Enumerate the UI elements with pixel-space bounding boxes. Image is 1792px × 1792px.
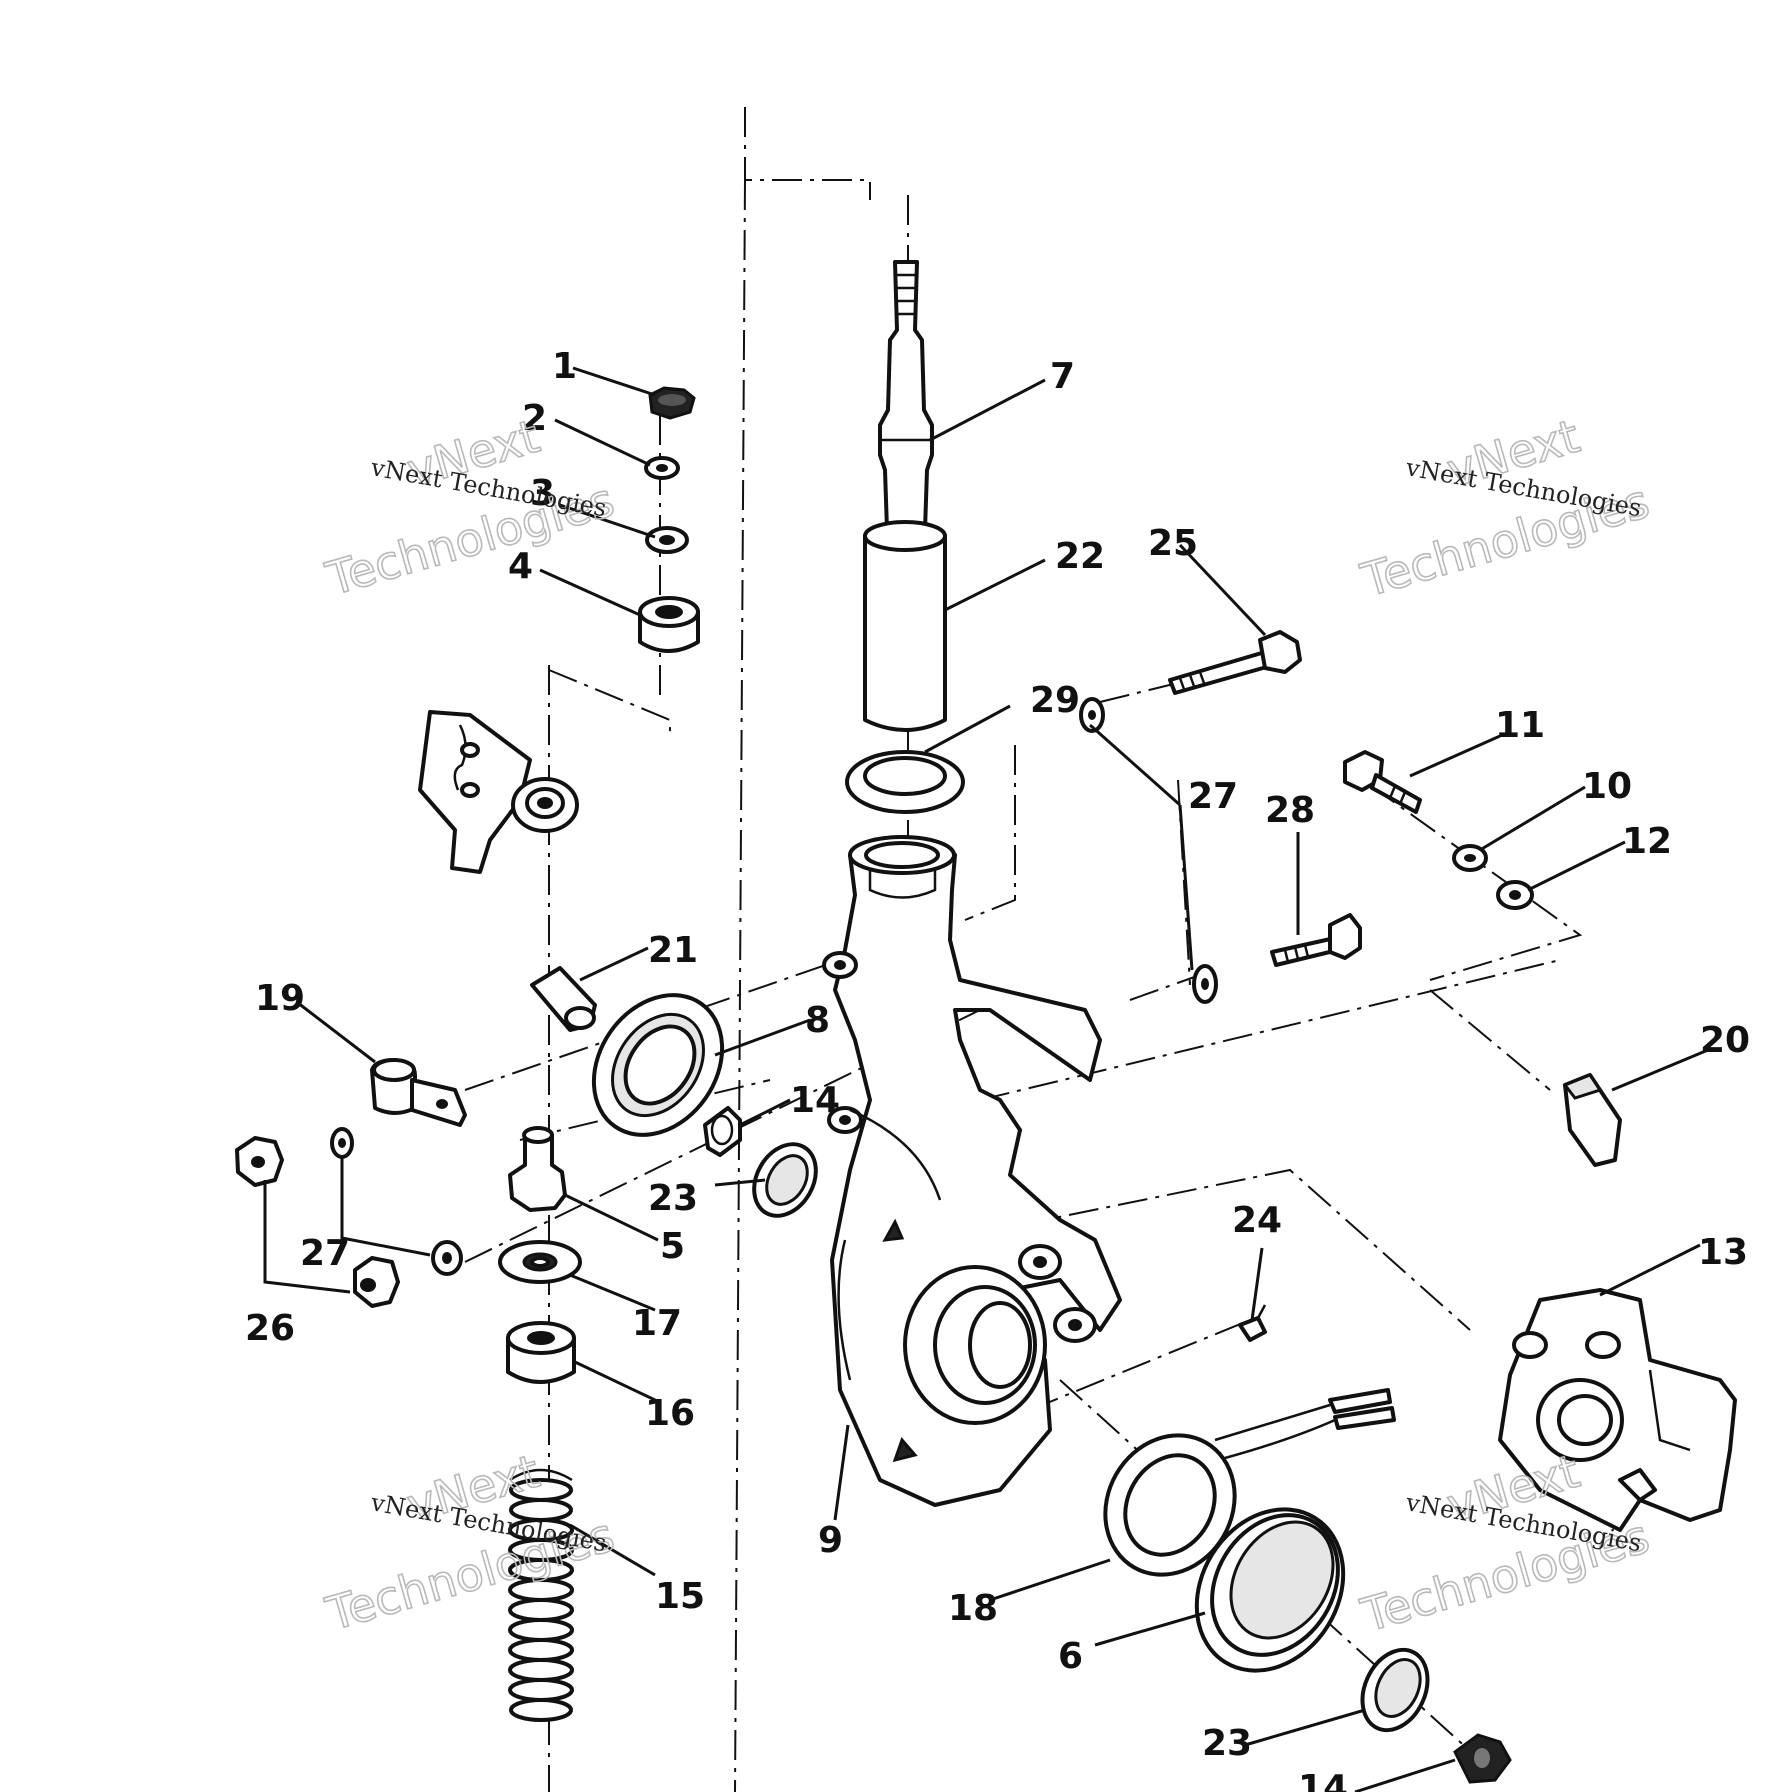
part-11-bolt [1343,750,1422,814]
part-21-fitting [530,966,597,1032]
part-6-rotor-ring [1194,1507,1346,1673]
leader-lines [263,366,1709,1792]
part-27-washer-right [1192,964,1218,1004]
part-2-washer [644,456,680,480]
callout-26: 26 [245,1308,295,1349]
part-19-clip [370,1058,467,1127]
part-25-bolt [1168,630,1302,695]
part-27-washer-lower [431,1240,463,1276]
callout-10: 10 [1582,766,1632,807]
callout-23-lower: 23 [1202,1723,1252,1764]
center-lines [464,107,1583,1792]
callout-27-right: 27 [1188,776,1238,817]
callout-23: 23 [648,1178,698,1219]
watermark-top-right: vNext Technologies vNext Technologies [1354,408,1655,608]
callout-15: 15 [655,1576,705,1617]
part-13-caliper [1498,1288,1737,1532]
callout-6: 6 [1058,1636,1083,1677]
part-14-bearing-lower [1453,1733,1512,1784]
part-18-shield [1103,1388,1396,1577]
callout-4: 4 [508,546,533,587]
callout-16: 16 [645,1393,695,1434]
callout-3: 3 [530,473,555,514]
callout-24: 24 [1232,1200,1282,1241]
callout-14: 14 [790,1080,840,1121]
callout-17: 17 [632,1303,682,1344]
callout-18: 18 [948,1588,998,1629]
part-14-bearing [703,1106,742,1157]
part-27-washer [330,1127,354,1159]
callout-13: 13 [1698,1232,1748,1273]
mounting-bracket [418,710,579,874]
part-26-nut-lower [353,1256,400,1308]
part-1-nut [648,386,696,420]
callout-22: 22 [1055,536,1105,577]
callout-11: 11 [1495,705,1545,746]
part-23-bearing-cup-lower [1360,1647,1430,1733]
watermark-bottom-left: vNext Technologies vNext Technologies [319,1443,620,1642]
part-4-bushing [638,596,700,653]
part-15-spring [508,1468,574,1722]
callout-28: 28 [1265,790,1315,831]
part-3-washer [645,526,689,554]
callout-21: 21 [648,930,698,971]
part-29-seal-ring [845,750,965,814]
part-26-nut [235,1136,284,1187]
part-9-steering-knuckle [822,835,1122,1507]
part-29-washer-right [1079,697,1105,733]
callout-29: 29 [1030,680,1080,721]
callout-1: 1 [552,346,577,387]
watermark-top-left: vNext Technologies vNext Technologies [319,408,620,607]
callout-14-lower: 14 [1298,1768,1348,1792]
callout-9: 9 [818,1520,843,1561]
callout-20: 20 [1700,1020,1750,1061]
part-12-washer [1496,880,1534,910]
part-16-bushing [506,1321,576,1384]
callout-7: 7 [1050,356,1075,397]
callout-8: 8 [805,1000,830,1041]
part-7-spindle [878,260,934,532]
part-28-bolt [1270,913,1362,967]
part-8-seal [591,993,725,1137]
part-23-bearing-cup [752,1142,818,1218]
callout-27: 27 [300,1233,350,1274]
part-10-washer [1452,844,1488,872]
callout-5: 5 [660,1226,685,1267]
callout-19: 19 [255,978,305,1019]
callout-labels: 1 2 3 4 5 6 7 8 9 10 11 12 13 14 15 16 1… [245,346,1750,1792]
part-5-fitting [508,1126,567,1212]
part-22-sleeve [863,520,947,732]
part-17-plate [498,1240,582,1284]
callout-25: 25 [1148,523,1198,564]
part-24-grease-fitting [1238,1304,1267,1342]
part-20-wedge [1562,1073,1622,1167]
callout-2: 2 [522,398,547,439]
callout-12: 12 [1622,821,1672,862]
